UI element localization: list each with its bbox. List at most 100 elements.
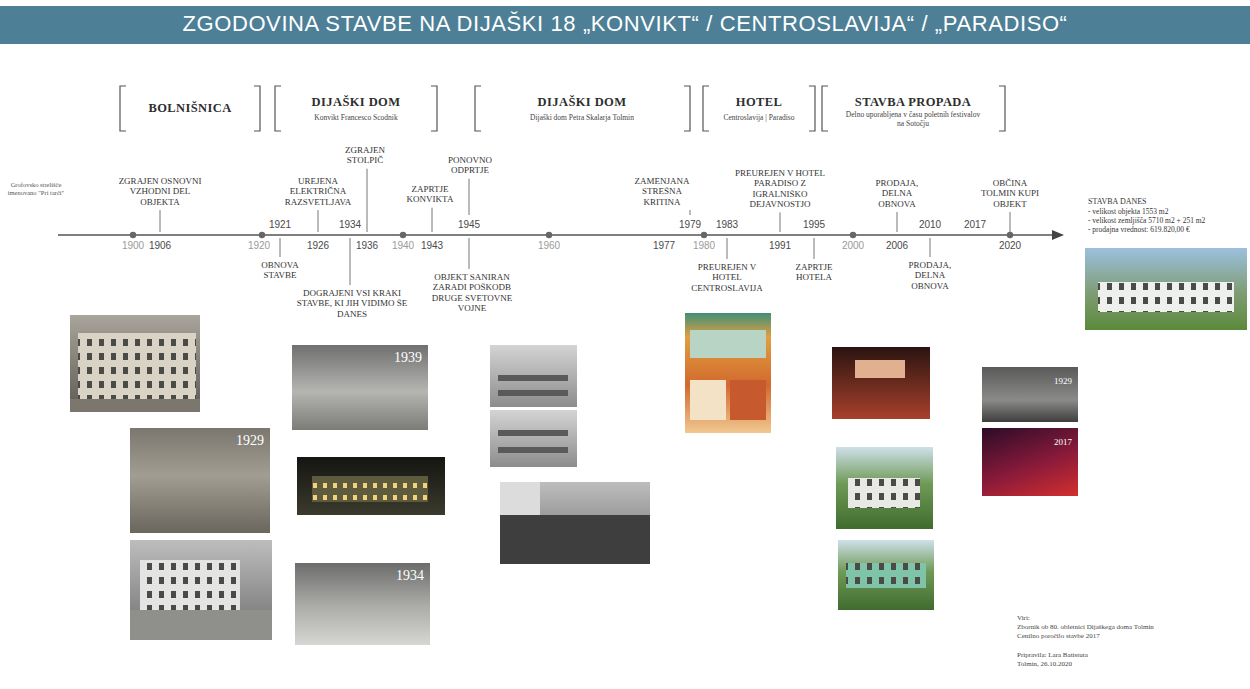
info-line: - prodajna vrednost: 619.820,00 €: [1088, 225, 1190, 234]
period-subtitle: Centroslavija | Paradiso: [707, 113, 812, 122]
photo: [500, 515, 650, 564]
period-heading: BOLNIŠNICA: [125, 101, 255, 116]
leader-line: [1010, 212, 1011, 232]
photo-box: 1929: [130, 428, 270, 533]
leader-line: [897, 212, 898, 232]
photo: [730, 380, 766, 420]
source-note: Cenilno poročilo stavbe 2017: [1017, 632, 1100, 640]
leader-line: [160, 210, 161, 232]
time-axis: [58, 230, 1064, 240]
year-label: 1945: [453, 219, 485, 230]
photo: [848, 478, 920, 508]
photo: [836, 447, 933, 529]
leader-line: [160, 169, 1010, 285]
source-note: Zbornik ob 80. obletnici Dijaškega doma …: [1017, 623, 1154, 631]
event-text: PONOVNO ODPRTJE: [439, 155, 501, 176]
period-bracket: [431, 86, 437, 131]
photo: [498, 390, 568, 396]
period-bracket: [703, 86, 709, 131]
year-label: 1934: [334, 219, 366, 230]
year-label: 2017: [959, 219, 991, 230]
photo: [70, 399, 200, 412]
photo-box: 1934: [295, 563, 430, 645]
photo: [312, 476, 428, 502]
period-subtitle: Konvikt Francesco Scodnik: [279, 113, 434, 122]
photo: [78, 333, 196, 399]
photo: [498, 447, 568, 453]
period-subtitle: Delno uporabljena v času poletnih festiv…: [843, 110, 983, 128]
leader-line: [690, 210, 691, 215]
leader-line: [930, 238, 931, 257]
axis-dot: [850, 232, 856, 238]
year-label: 1906: [144, 240, 176, 251]
photo-box: 1939: [292, 345, 428, 430]
event-text: OBČINA TOLMIN KUPI OBJEKT: [975, 178, 1045, 209]
time-axis: [1052, 230, 1064, 240]
photo: [297, 457, 445, 515]
period-bracket: [475, 86, 481, 131]
photo: [846, 563, 926, 588]
info-heading: STAVBA DANES: [1088, 197, 1147, 206]
event-text: PRODAJA, DELNA OBNOVA: [899, 260, 961, 291]
leader-line: [350, 238, 351, 285]
period-heading: DIJAŠKI DOM: [507, 95, 657, 110]
leader-line: [367, 169, 368, 232]
photo-year: 1929: [236, 433, 264, 449]
photo: [70, 315, 200, 412]
leader-line: [432, 208, 433, 232]
author-note: Pripravila: Lara Batistuta: [1017, 651, 1088, 659]
period-heading: STAVBA PROPADA: [828, 95, 998, 110]
source-note: Viri:: [1017, 614, 1030, 622]
leader-line: [814, 238, 815, 259]
event-text: PRODAJA, DELNA OBNOVA: [866, 178, 928, 209]
photo: [140, 560, 240, 610]
leader-line: [780, 212, 781, 232]
photo: [70, 248, 1247, 640]
period-bracket: [120, 86, 1005, 131]
photo: [848, 478, 920, 508]
leader-line: [727, 238, 728, 259]
period-heading: DIJAŠKI DOM: [281, 95, 431, 110]
period-subtitle: Dijaški dom Petra Skalarja Tolmin: [482, 113, 682, 122]
year-label: 1979: [674, 219, 706, 230]
author-note: Tolmin, 26.10.2020: [1017, 660, 1072, 668]
year-label: 2010: [914, 219, 946, 230]
year-label: 2000: [837, 240, 869, 251]
period-bracket: [684, 86, 690, 131]
photo: [498, 375, 568, 381]
period-bracket: [809, 86, 815, 131]
photo: [490, 410, 577, 467]
period-bracket: [120, 86, 126, 131]
info-line: - velikost objekta 1553 m2: [1088, 207, 1168, 216]
leader-line: [280, 238, 281, 257]
year-label: 1936: [351, 240, 383, 251]
photo: [690, 380, 726, 420]
year-label: 1940: [387, 240, 419, 251]
photo: [855, 360, 905, 378]
axis-dot: [130, 232, 1013, 238]
photo: [130, 540, 272, 640]
year-label: 1991: [764, 240, 796, 251]
photo: [685, 313, 771, 433]
axis-dot: [259, 232, 265, 238]
event-text: ZGRAJEN OSNOVNI VZHODNI DEL OBJEKTA: [110, 176, 210, 207]
year-label: 1920: [243, 240, 275, 251]
event-text: DOGRAJENI VSI KRAKI STAVBE, KI JIH VIDIM…: [287, 288, 417, 319]
leader-line: [469, 179, 470, 215]
photo: [846, 563, 926, 588]
photo-box: 1929: [982, 367, 1078, 422]
event-text: ZAMENJANA STREŠNA KRITINA: [625, 176, 700, 207]
year-label: 1926: [302, 240, 334, 251]
photo: [838, 540, 934, 610]
axis-dot: [701, 232, 707, 238]
year-label: 1900: [117, 240, 149, 251]
year-label: 1960: [533, 240, 565, 251]
photo: [500, 482, 540, 515]
photo: [1085, 248, 1247, 330]
axis-dot: [546, 232, 552, 238]
photo: [312, 476, 428, 502]
photo: [690, 330, 766, 358]
photo: [130, 610, 272, 640]
year-label: 1995: [798, 219, 830, 230]
photo: [490, 345, 577, 407]
